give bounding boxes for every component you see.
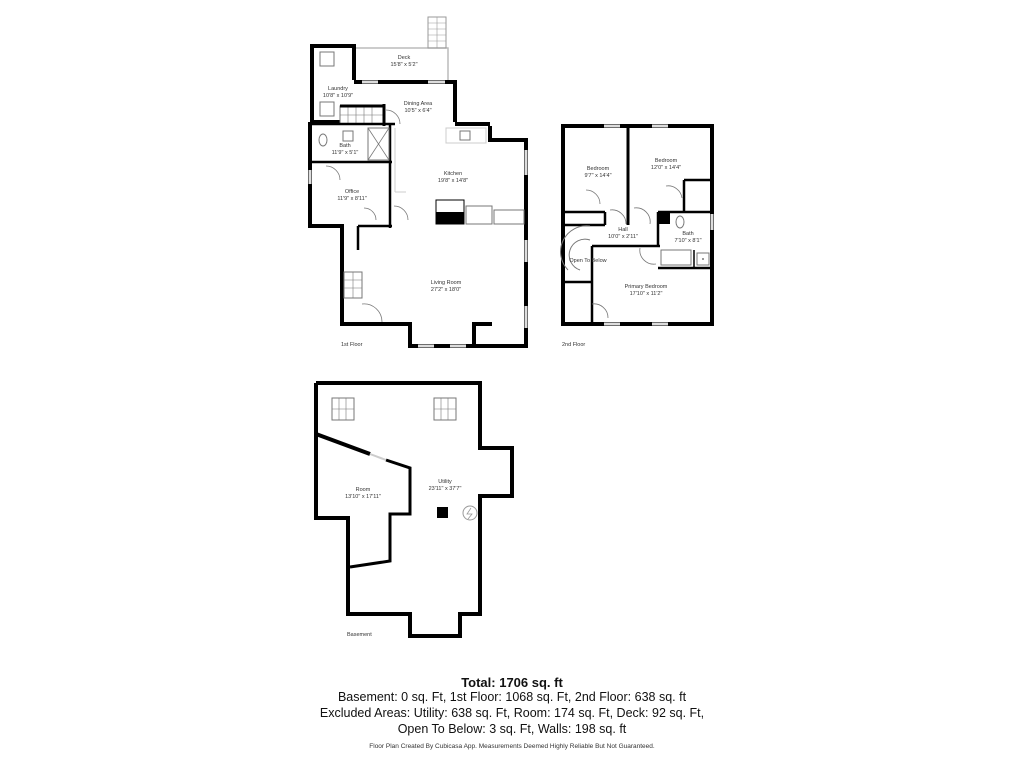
room-name: Primary Bedroom [624,284,668,290]
excluded-areas-line-2: Open To Below: 3 sq. Ft, Walls: 198 sq. … [397,722,627,736]
room-name: Bath [339,143,351,149]
room-name: Utility [438,479,452,485]
room-name: Kitchen [443,171,463,177]
room-name: Bedroom [654,158,678,164]
room-name: Bath [682,231,694,237]
room-dimensions: 15'8" x 5'2" [390,62,418,68]
room-name: Office [344,189,360,195]
excluded-areas-line-1: Excluded Areas: Utility: 638 sq. Ft, Roo… [319,706,705,720]
basement-plan [314,381,514,638]
room-dimensions: 10'8" x 10'9" [322,93,354,99]
room-dimensions: 19'8" x 14'8" [437,178,469,184]
floor-label-basement: Basement [347,632,372,638]
total-area: Total: 1706 sq. ft [461,675,563,690]
second-floor-plan [560,124,714,326]
room-dimensions: 23'11" x 37'7" [428,486,462,492]
floor-area-breakdown: Basement: 0 sq. Ft, 1st Floor: 1068 sq. … [337,690,687,704]
room-dimensions: 27'2" x 18'0" [430,287,462,293]
room-name: Deck [397,55,411,61]
room-name: Open To Below [569,258,607,264]
room-label-open-to-below: Open To Below [569,258,606,265]
room-dimensions: 17'10" x 11'2" [629,291,663,297]
room-dimensions: 10'5" x 6'4" [404,108,432,114]
room-dimensions: 10'0" x 2'11" [608,234,638,240]
disclaimer: Floor Plan Created By Cubicasa App. Meas… [369,743,655,750]
room-dimensions: 7'10" x 8'1" [674,238,702,244]
room-name: Living Room [430,280,462,286]
floor-label-first: 1st Floor [341,342,363,348]
room-dimensions: 11'9" x 8'11" [337,196,367,202]
room-name: Bedroom [586,166,610,172]
room-dimensions: 11'9" x 5'1" [331,150,359,156]
floor-label-second: 2nd Floor [562,342,586,348]
first-floor-plan [308,16,528,348]
room-dimensions: 12'0" x 14'4" [650,165,682,171]
room-name: Room [355,487,371,493]
room-name: Dining Area [403,101,433,107]
room-name: Hall [618,227,628,233]
room-dimensions: 13'10" x 17'11" [345,494,381,500]
room-name: Laundry [328,86,348,92]
room-dimensions: 9'7" x 14'4" [584,173,612,179]
